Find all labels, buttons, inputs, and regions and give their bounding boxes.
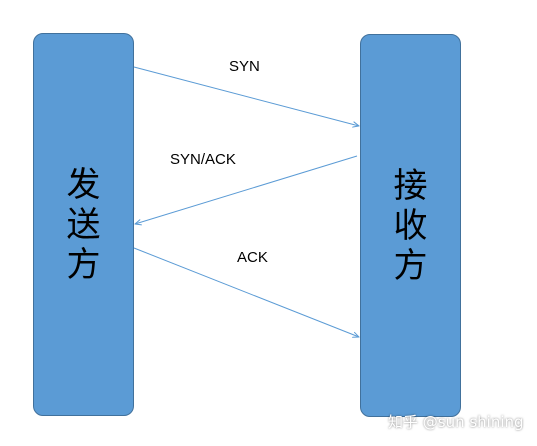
sender-bar: 发 送 方 [33,33,134,416]
ack-arrow [133,247,359,337]
watermark: 知乎 @sun shining [388,413,524,431]
ack-label: ACK [237,249,268,266]
receiver-label: 接 收 方 [361,166,460,286]
sender-label-char: 送 [66,204,101,245]
sender-label: 发 送 方 [34,165,133,285]
receiver-bar: 接 收 方 [360,34,461,417]
sender-label-char: 方 [66,244,101,285]
syn-arrow [133,66,359,126]
receiver-label-char: 收 [393,205,428,246]
synack-label: SYN/ACK [170,151,236,168]
syn-label: SYN [229,58,260,75]
receiver-label-char: 接 [393,165,428,206]
synack-arrow [135,155,358,224]
sender-label-char: 发 [66,164,101,205]
receiver-label-char: 方 [393,245,428,286]
